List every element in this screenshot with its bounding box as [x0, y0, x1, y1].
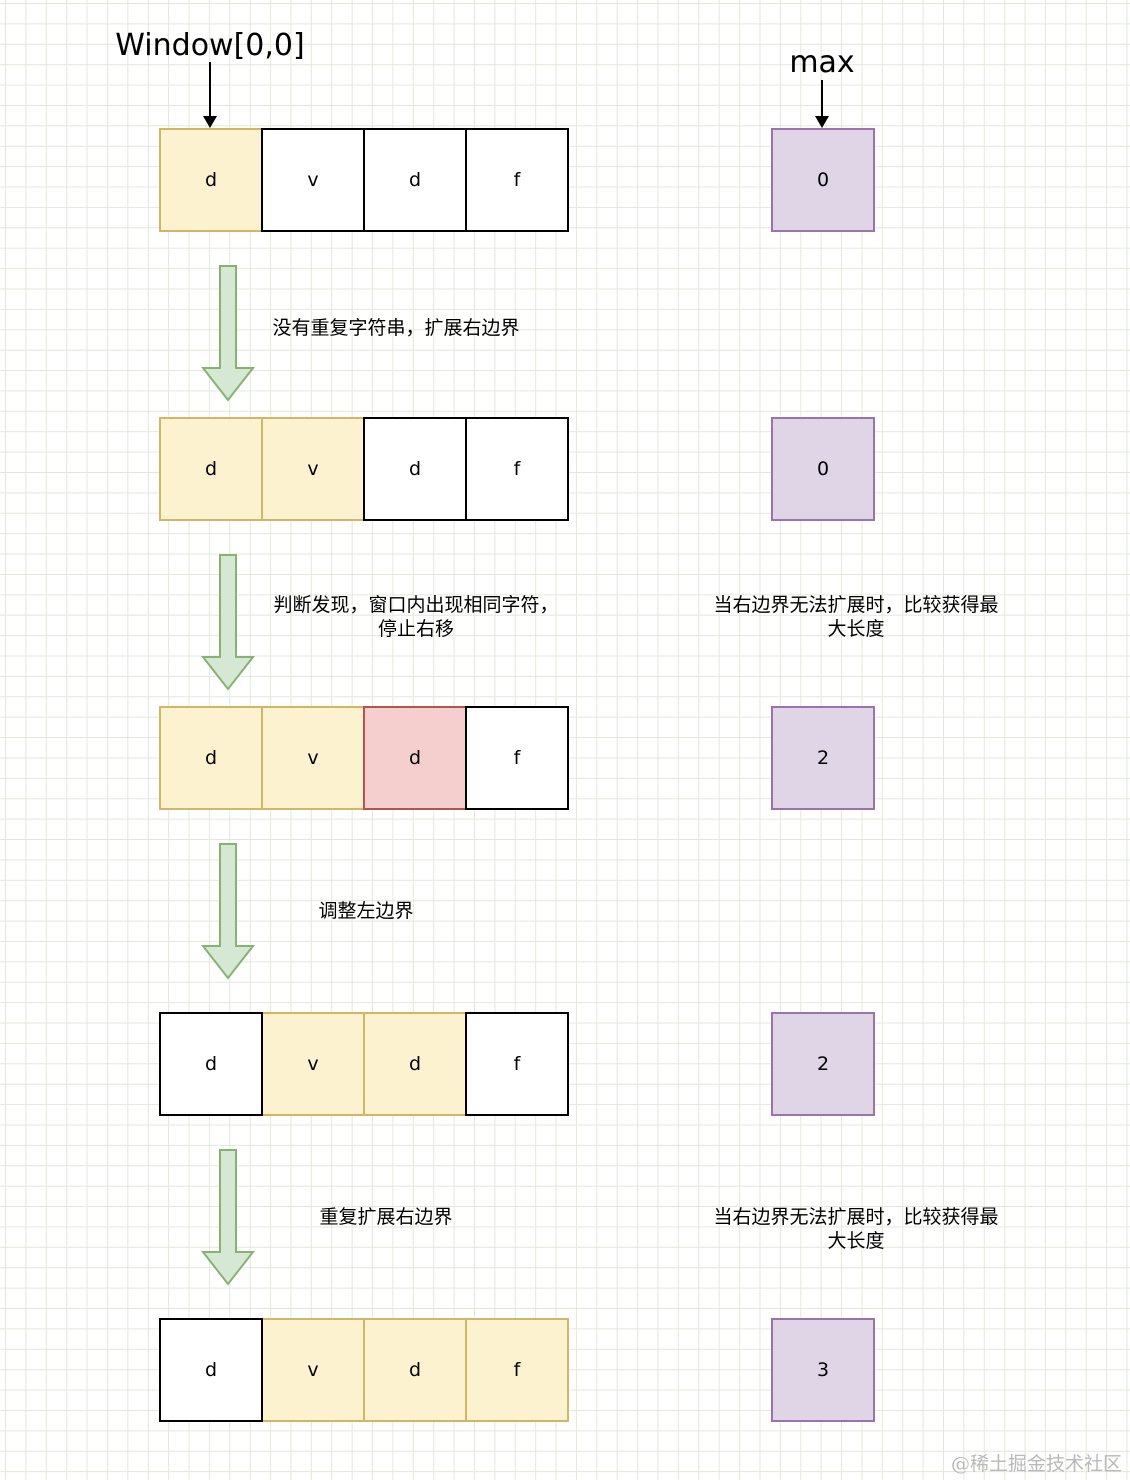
char-cell-label: d — [205, 169, 217, 191]
char-cell-window — [261, 417, 365, 521]
char-cell-label: f — [514, 458, 522, 480]
down-arrow-icon — [200, 554, 256, 691]
steps-layer: 没有重复字符串，扩展右边界判断发现，窗口内出现相同字符，停止右移当右边界无法扩展… — [200, 265, 999, 1286]
down-arrow-icon — [200, 843, 256, 980]
char-cell-label: d — [205, 1359, 217, 1381]
max-box — [771, 417, 875, 521]
char-cell-label: f — [514, 1359, 522, 1381]
char-cell-label: f — [514, 747, 522, 769]
char-cell-label: d — [409, 458, 421, 480]
char-cell-window — [363, 1318, 467, 1422]
char-cell-label: d — [409, 1359, 421, 1381]
char-cell-label: v — [307, 747, 318, 769]
char-cell-border — [465, 417, 569, 521]
char-cell-label: v — [307, 1053, 318, 1075]
max-value: 0 — [817, 458, 829, 480]
max-note: 大长度 — [827, 1230, 884, 1252]
max-box — [771, 1318, 875, 1422]
max-pointer-arrowhead — [815, 116, 829, 128]
string-row: d v d f 2 — [159, 1012, 875, 1116]
char-cell-label: d — [409, 1053, 421, 1075]
string-row: d v d f 2 — [159, 706, 875, 810]
char-cell-window — [465, 1318, 569, 1422]
char-cell-border — [465, 706, 569, 810]
max-value: 2 — [817, 1053, 829, 1075]
char-cell-label: f — [514, 169, 522, 191]
step: 调整左边界 — [200, 843, 414, 980]
string-row: d v d f 3 — [159, 1318, 875, 1422]
char-cell-label: v — [307, 1359, 318, 1381]
max-value: 3 — [817, 1359, 829, 1381]
char-cell-plain — [159, 1318, 263, 1422]
char-cell-label: f — [514, 1053, 522, 1075]
char-cell-label: v — [307, 169, 318, 191]
max-note: 大长度 — [827, 618, 884, 640]
char-cell-border — [159, 1012, 263, 1116]
step-description: 调整左边界 — [318, 900, 413, 922]
step: 没有重复字符串，扩展右边界 — [200, 265, 520, 402]
char-cell-window — [261, 706, 365, 810]
watermark: @稀土掘金技术社区 — [950, 1453, 1122, 1475]
char-cell-window — [159, 417, 263, 521]
down-arrow-icon — [200, 265, 256, 402]
string-row: d v d f 0 — [159, 417, 875, 521]
max-box — [771, 1012, 875, 1116]
char-cell-label: d — [409, 747, 421, 769]
rows-layer: d v d f 0 d v d f 0 d v d f 2 d v d f 2 d v d f 3 — [159, 128, 875, 1422]
step-description: 判断发现，窗口内出现相同字符， — [273, 594, 558, 616]
step-description: 没有重复字符串，扩展右边界 — [272, 317, 519, 339]
char-cell-plain — [465, 417, 569, 521]
char-cell-window — [363, 1012, 467, 1116]
step-description: 停止右移 — [378, 618, 454, 640]
max-value: 2 — [817, 747, 829, 769]
char-cell-window — [159, 128, 263, 232]
window-pointer-arrowhead — [203, 116, 217, 128]
char-cell-label: d — [205, 1053, 217, 1075]
char-cell-duplicate — [363, 706, 467, 810]
max-note: 当右边界无法扩展时，比较获得最 — [713, 594, 998, 616]
char-cell-window — [159, 706, 263, 810]
char-cell-border — [465, 128, 569, 232]
char-cell-border — [465, 1012, 569, 1116]
char-cell-label: d — [205, 458, 217, 480]
max-box — [771, 706, 875, 810]
step-description: 重复扩展右边界 — [319, 1206, 452, 1228]
down-arrow-icon — [200, 1149, 256, 1286]
char-cell-label: v — [307, 458, 318, 480]
max-value: 0 — [817, 169, 829, 191]
max-box — [771, 128, 875, 232]
max-note: 当右边界无法扩展时，比较获得最 — [713, 1206, 998, 1228]
char-cell-label: d — [409, 169, 421, 191]
char-cell-label: d — [205, 747, 217, 769]
max-label: max — [789, 45, 854, 80]
char-cell-border — [159, 1318, 263, 1422]
char-cell-window — [261, 1012, 365, 1116]
window-label: Window[0,0] — [115, 28, 304, 63]
string-row: d v d f 0 — [159, 128, 875, 232]
